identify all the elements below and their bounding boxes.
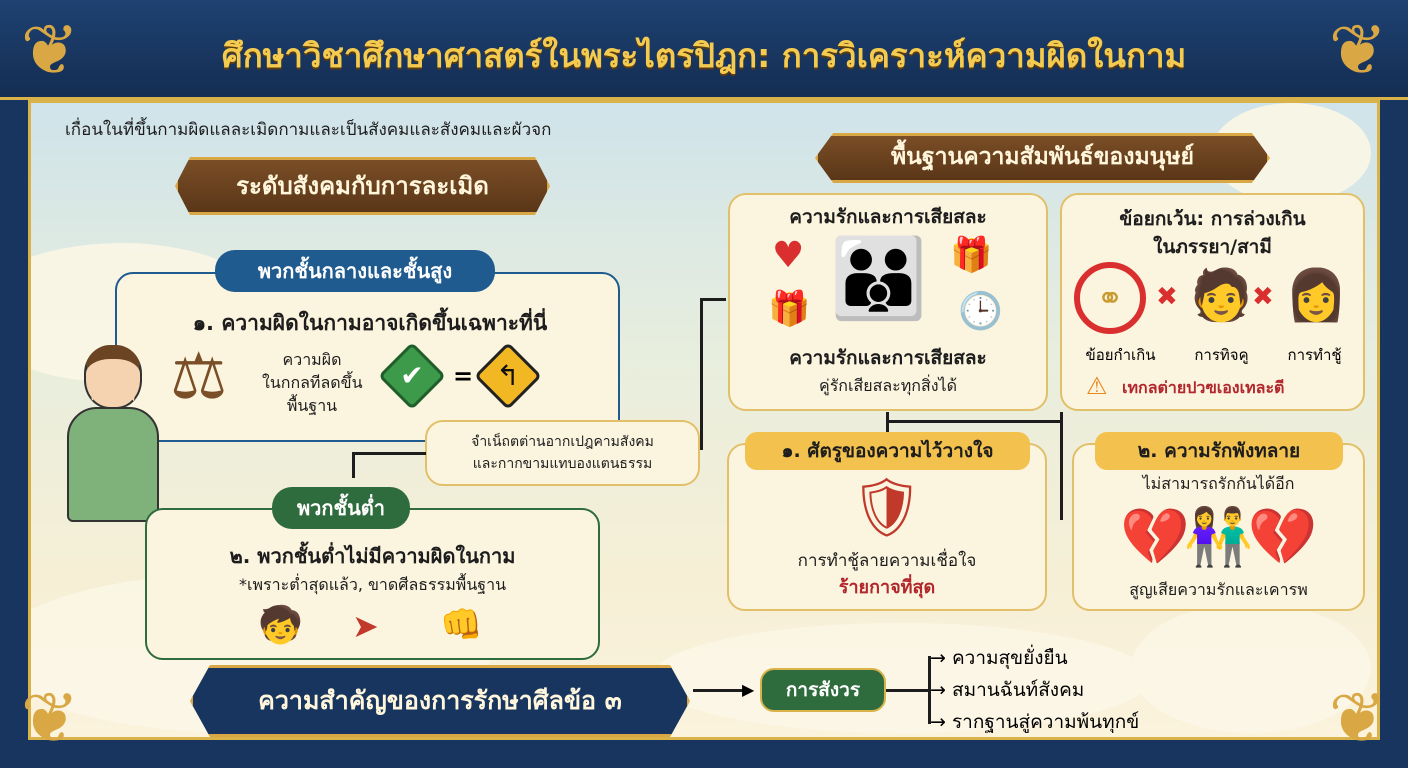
bottom-banner: ความสำคัญของการรักษาศีลข้อ ๓ [190, 665, 690, 737]
result-item: → ความสุขยั่งยืน [930, 647, 1068, 669]
exception-label: ข้อยกำเกิน [1085, 346, 1156, 364]
note-line: และกากขามแทบองแตนธรรม [472, 456, 653, 472]
broken-love-text: ไม่สามารถรักกันได้อีก [1142, 474, 1295, 493]
subtitle: เกื่อนในที่ขึ้นกามผิดแลละเมิดกามและเป็นส… [65, 120, 552, 140]
person-praying-icon [62, 345, 162, 525]
results-list: → ความสุขยั่งยืน → สมานฉันท์สังคม → รากฐ… [930, 642, 1139, 738]
connector-line [1060, 412, 1063, 520]
sad-child-icon: 🧒 [258, 605, 303, 646]
scale-text-line: ความผิด [282, 350, 342, 369]
page-title: ศึกษาวิชาศึกษาศาสตร์ในพระไตรปิฎก: การวิเ… [221, 36, 1187, 75]
connector-line [352, 452, 426, 455]
exception-label: การทำชู้ [1287, 346, 1342, 364]
trust-card [727, 443, 1047, 611]
sad-man-icon: 🧑 [1190, 266, 1253, 324]
broken-love-card [1072, 443, 1365, 611]
broken-love-pill: ๒. ความรักพังทลาย [1095, 432, 1343, 470]
trust-text: การทำชู้ลายความเชื่อใจ [797, 551, 977, 571]
lower-class-heading: ๒. พวกชั้นต่ำไม่มีความผิดในกาม [229, 544, 516, 568]
note-line: จำเน็ถตต่านอากเปฎคามสังคม [471, 434, 654, 450]
arrowhead-icon: ▶ [742, 680, 755, 699]
heart-icon: ♥ [772, 235, 805, 276]
family-icon: 👪 [830, 234, 928, 324]
cloud-decoration [651, 623, 1151, 733]
broken-shield-lock-icon: 🛡 [850, 473, 924, 541]
gift-icon: 🎁 [768, 289, 811, 329]
result-item: → รากฐานสู่ความพ้นทุกข์ [930, 711, 1140, 733]
love-caption: ความรักและการเสียสละ [789, 347, 987, 369]
cross-icon: ✖ [1156, 282, 1178, 312]
upper-class-pill: พวกชั้นกลางและชั้นสูง [215, 250, 495, 292]
exception-labels: ข้อยกำเกิน การทิจคู การทำชู้ [1066, 346, 1361, 364]
ornament-corner-icon: ❦ [1328, 677, 1388, 759]
ornament-corner-icon: ❦ [20, 9, 80, 91]
scale-icon: ⚖ [170, 340, 228, 414]
title-bar [0, 0, 1408, 100]
equals-sign: = [453, 362, 474, 390]
exception-title-line: ข้อยกเว้น: การล่วงเกิน [1119, 208, 1306, 230]
love-title: ความรักและการเสียสละ [789, 206, 987, 228]
trust-emphasis: ร้ายกาจที่สุด [838, 577, 936, 598]
section-ribbon-relationship: พื้นฐานความสัมพันธ์ของมนุษย์ [815, 133, 1270, 183]
trust-pill: ๑. ศัตรูของความไว้วางใจ [745, 432, 1030, 470]
connector-arrow [352, 452, 355, 478]
connector-arrow [700, 298, 726, 301]
scale-text: ความผิด ในกกลทีลดขึ้น พื้นฐาน [262, 348, 363, 417]
result-label: ความสุขยั่งยืน [951, 647, 1068, 669]
ornament-corner-icon: ❦ [1328, 9, 1388, 91]
love-sub: คู่รักเสียสละทุกสิ่งได้ [818, 376, 957, 395]
crying-woman-icon: 👩 [1285, 266, 1348, 324]
gift-icon: 🎁 [950, 235, 993, 275]
connector-line [886, 420, 1060, 423]
restraint-pill: การสังวร [760, 668, 886, 712]
cross-icon: ✖ [1252, 282, 1274, 312]
scale-text-line: ในกกลทีลดขึ้น [262, 373, 363, 392]
broken-love-caption: สูญเสียความรักและเคารพ [1129, 580, 1308, 599]
warning-text: เทกลต่ายปวฃเองเทละตี [1122, 378, 1285, 397]
result-label: สมานฉันท์สังคม [951, 679, 1085, 701]
cloud-decoration [1131, 603, 1371, 733]
connector-line [928, 656, 931, 724]
lower-class-pill: พวกชั้นต่ำ [272, 487, 410, 529]
result-item: → สมานฉันท์สังคม [930, 679, 1085, 701]
connector-line [700, 300, 703, 450]
exception-title: ข้อยกเว้น: การล่วงเกิน ในภรรยา/สามี [1060, 205, 1365, 261]
connector-line [886, 689, 931, 692]
upper-class-card [115, 272, 620, 442]
connector-arrow [693, 689, 748, 692]
upper-class-heading: ๑. ความผิดในกามอาจเกิดขึ้นเฉพาะที่นี่ [192, 311, 548, 335]
result-label: รากฐานสู่ความพ้นทุกข์ [951, 711, 1140, 733]
lower-class-sub: *เพราะต่ำสุดแล้ว, ขาดศีลธรรมพื้นฐาน [239, 575, 506, 594]
connector-line [886, 412, 889, 434]
fist-icon: 👊 [440, 605, 483, 645]
no-rings-icon: ⚭ [1074, 262, 1146, 334]
flame-icon: ➤ [352, 607, 379, 645]
scale-text-line: พื้นฐาน [286, 396, 338, 415]
warning-icon: ⚠ [1086, 372, 1108, 400]
section-ribbon-social-level: ระดับสังคมกับการละเมิด [175, 157, 550, 215]
broken-hearts-couple-icon: 💔👫💔 [1120, 505, 1317, 570]
exception-label: การทิจคู [1194, 346, 1249, 364]
exception-title-line: ในภรรยา/สามี [1153, 236, 1272, 258]
clock-icon: 🕒 [958, 291, 1003, 332]
ornament-corner-icon: ❦ [20, 677, 80, 759]
love-card [728, 193, 1048, 411]
note-box: จำเน็ถตต่านอากเปฎคามสังคม และกากขามแทบอง… [425, 420, 700, 486]
